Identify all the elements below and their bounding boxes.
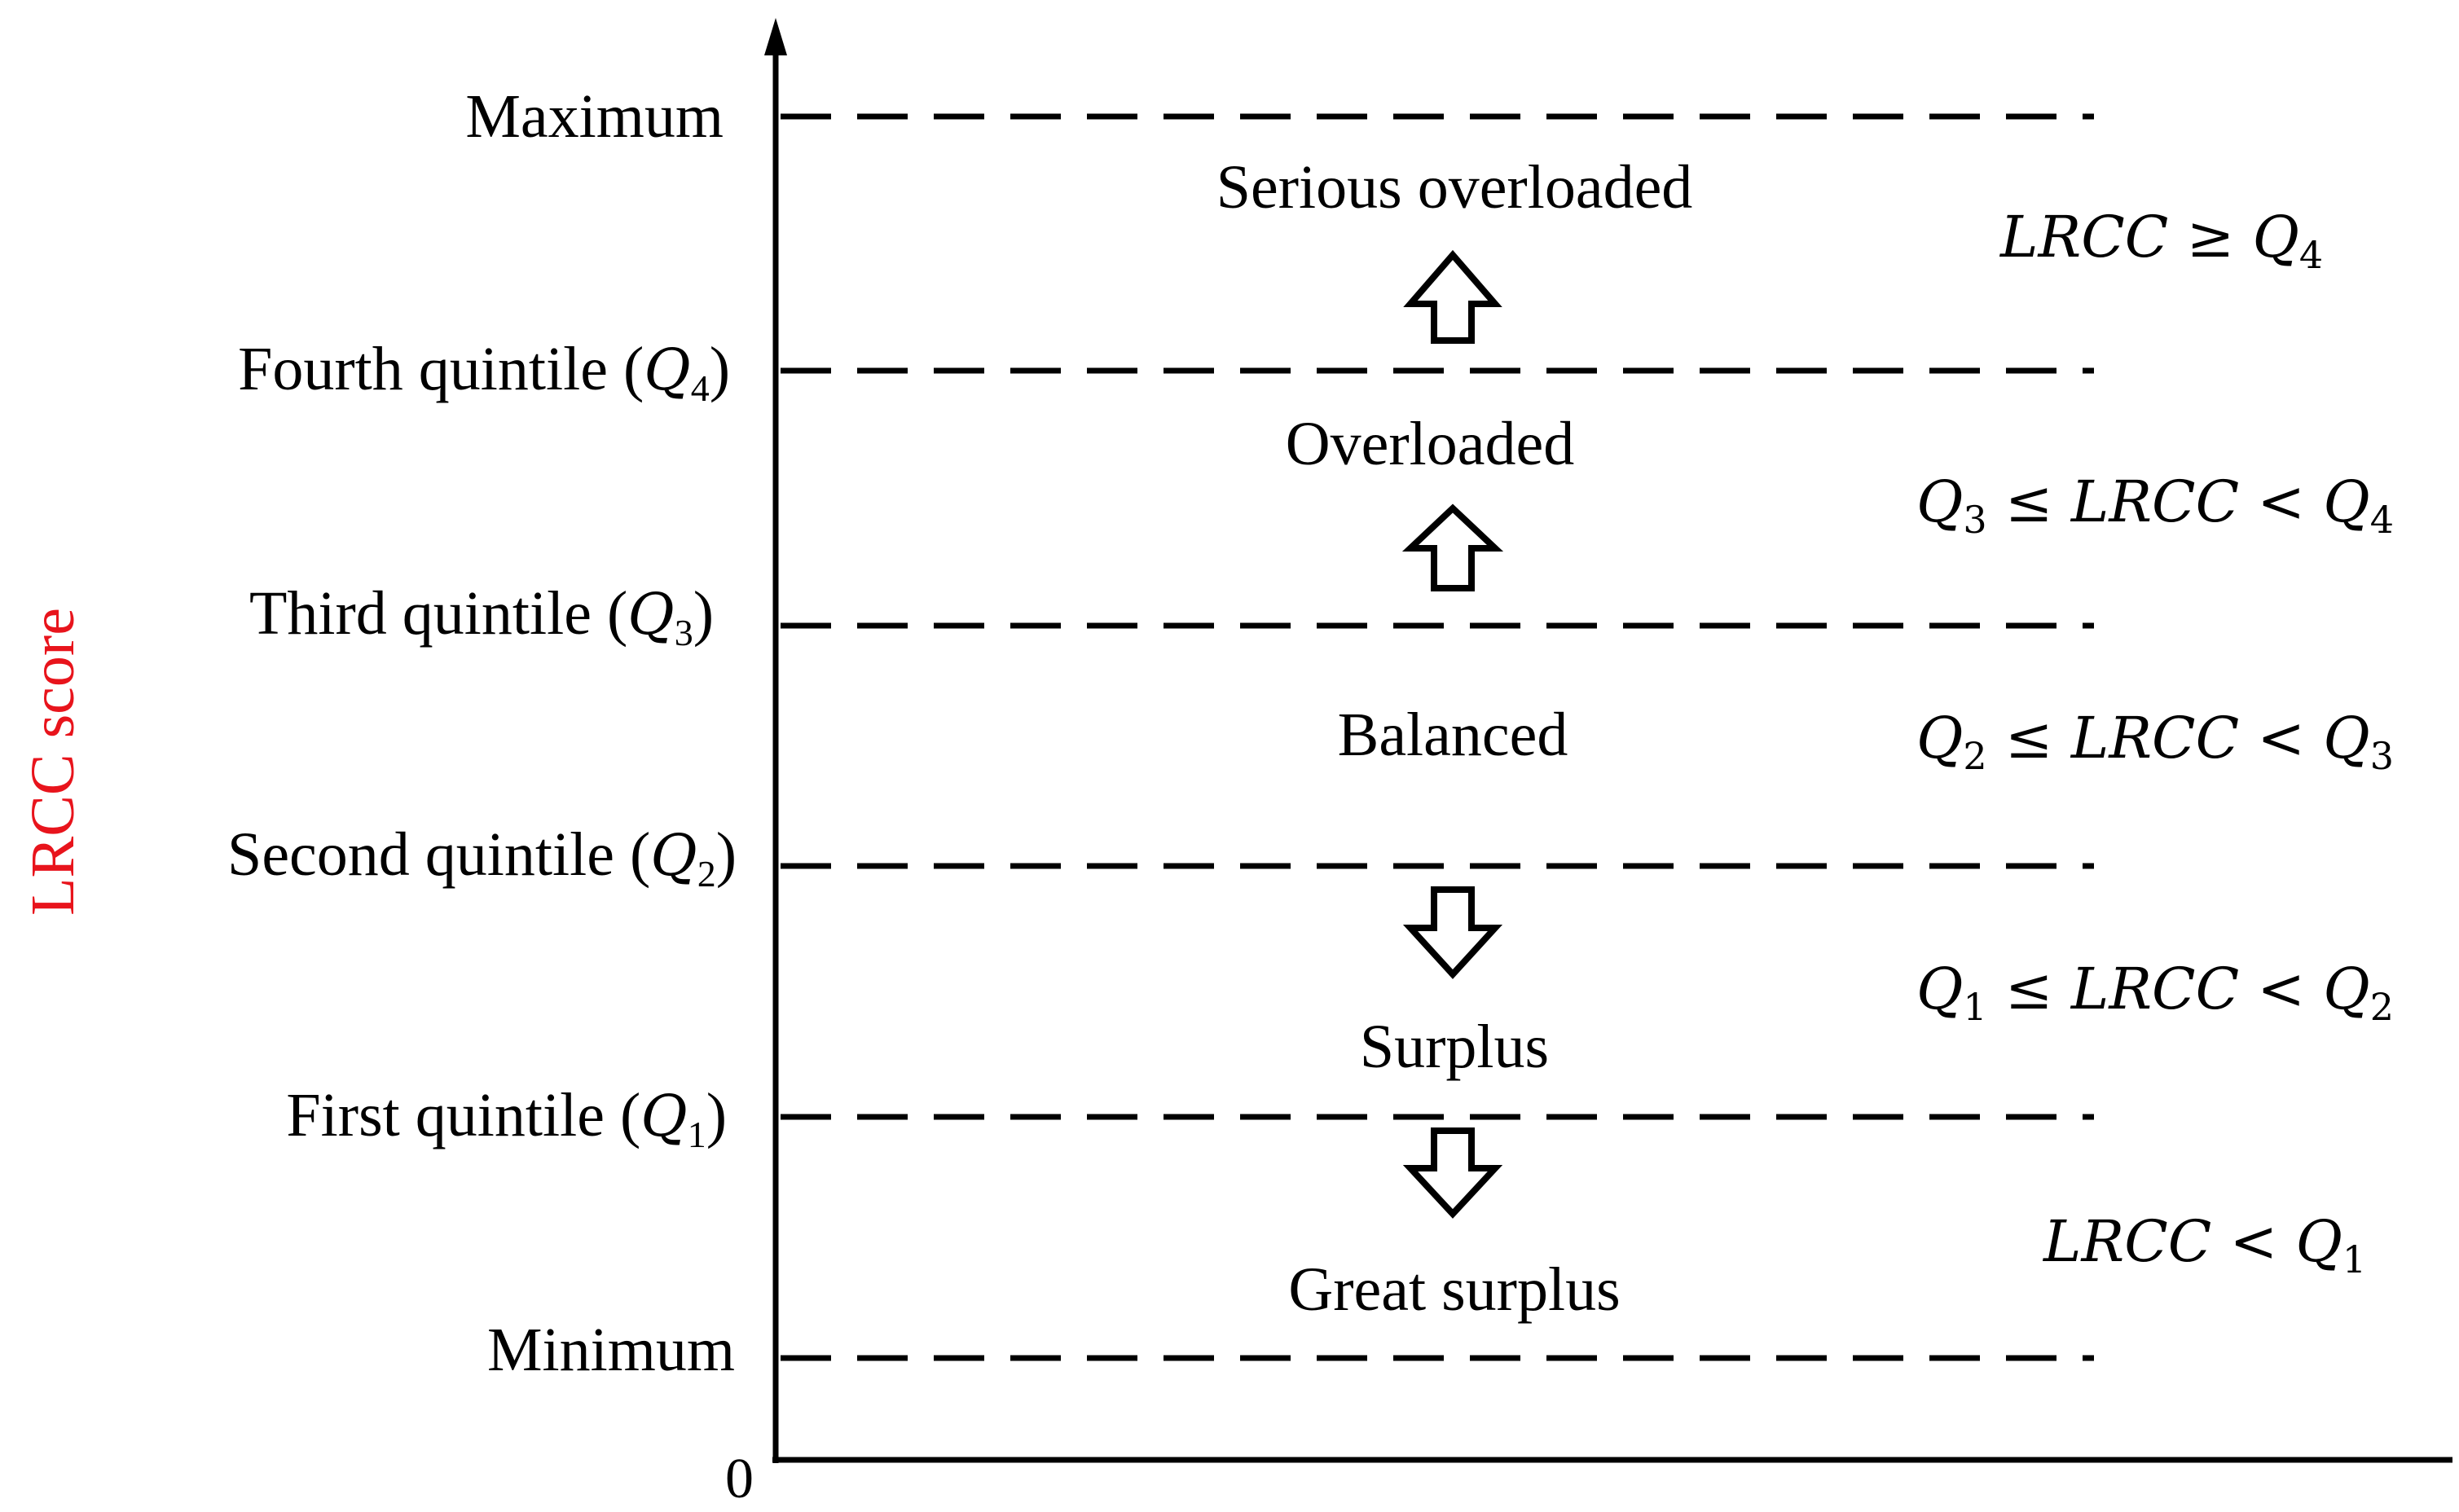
threshold-lines	[781, 113, 2094, 1361]
direction-arrows	[1401, 249, 1504, 1219]
up-arrow-icon	[1401, 503, 1504, 591]
class-label-serious-overloaded: Serious overloaded	[1216, 153, 1693, 222]
condition-great-surplus: LRCC < Q1	[2042, 1208, 2366, 1281]
class-label-balanced: Balanced	[1338, 701, 1568, 769]
up-arrow-icon	[1403, 249, 1502, 344]
level-label-maximum: Maximum	[465, 82, 724, 151]
condition-serious-overloaded: LRCC ≥ Q4	[1999, 204, 2323, 277]
class-label-overloaded: Overloaded	[1286, 410, 1575, 478]
level-labels: Maximum Fourth quintile (Q4) Third quint…	[227, 82, 737, 1384]
level-label-third-quintile: Third quintile (Q3)	[249, 579, 714, 653]
down-arrow-icon	[1402, 1127, 1503, 1219]
level-label-minimum: Minimum	[487, 1316, 735, 1384]
level-label-first-quintile: First quintile (Q1)	[286, 1081, 727, 1155]
class-labels: Serious overloaded Overloaded Balanced S…	[1216, 153, 1693, 1324]
down-arrow-icon	[1402, 886, 1503, 979]
condition-surplus: Q1 ≤ LRCC < Q2	[1916, 956, 2394, 1029]
condition-labels: LRCC ≥ Q4 Q3 ≤ LRCC < Q4 Q2 ≤ LRCC < Q3 …	[1916, 204, 2394, 1281]
y-axis-arrowhead	[764, 18, 787, 55]
origin-label: 0	[725, 1448, 754, 1510]
condition-overloaded: Q3 ≤ LRCC < Q4	[1916, 468, 2394, 542]
level-label-fourth-quintile: Fourth quintile (Q4)	[238, 335, 730, 409]
class-label-surplus: Surplus	[1360, 1013, 1549, 1081]
level-label-second-quintile: Second quintile (Q2)	[227, 820, 737, 894]
class-label-great-surplus: Great surplus	[1288, 1255, 1620, 1324]
y-axis-label: LRCC score	[19, 608, 87, 916]
condition-balanced: Q2 ≤ LRCC < Q3	[1916, 705, 2394, 778]
